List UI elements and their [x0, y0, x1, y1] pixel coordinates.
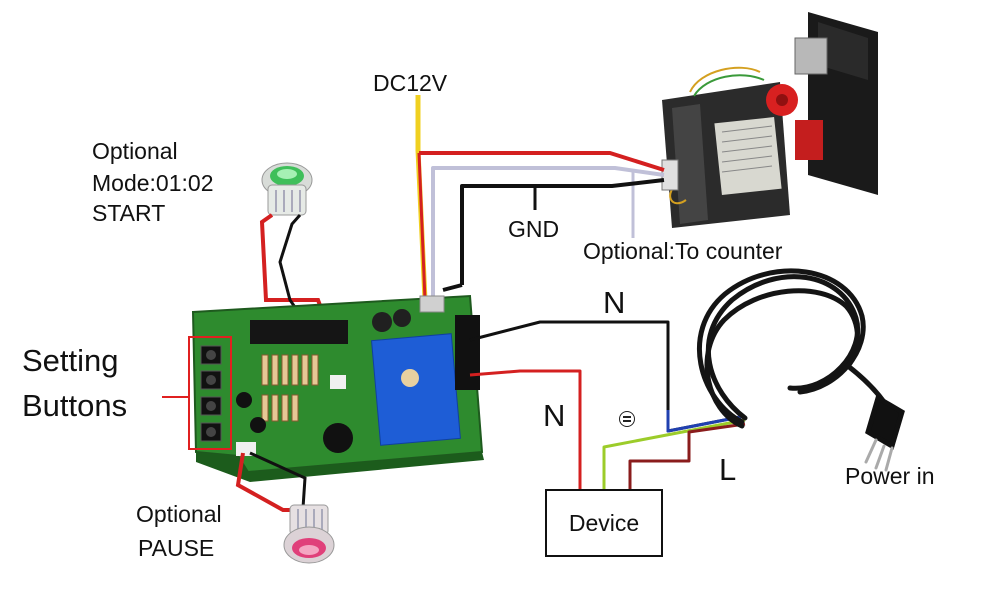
pause-label-line1: Optional: [136, 501, 222, 527]
dc12v-label: DC12V: [373, 70, 448, 96]
start-label-line3: START: [92, 200, 166, 226]
dc-wires: [415, 95, 665, 301]
setting-label-line2: Buttons: [22, 388, 128, 423]
power-cord: [697, 268, 905, 472]
counter-label: Optional:To counter: [583, 238, 783, 264]
power-in-label: Power in: [845, 463, 935, 489]
setting-label-line1: Setting: [22, 343, 119, 378]
neutral-top-label: N: [603, 285, 626, 320]
coin-acceptor: [661, 12, 878, 228]
device-box: Device: [545, 489, 663, 557]
device-label: Device: [568, 509, 640, 536]
start-button: [259, 162, 347, 373]
neutral-left-label: N: [543, 398, 566, 433]
gnd-label: GND: [508, 216, 560, 242]
live-label: L: [719, 452, 737, 487]
start-label-line1: Optional: [92, 138, 178, 164]
pause-label-line2: PAUSE: [138, 535, 215, 561]
earth-ground-icon: [619, 411, 635, 427]
mains-wires: [469, 320, 746, 489]
controller-board: [188, 294, 484, 482]
pause-button: [235, 451, 335, 564]
start-label-line2: Mode:01:02: [92, 170, 214, 196]
